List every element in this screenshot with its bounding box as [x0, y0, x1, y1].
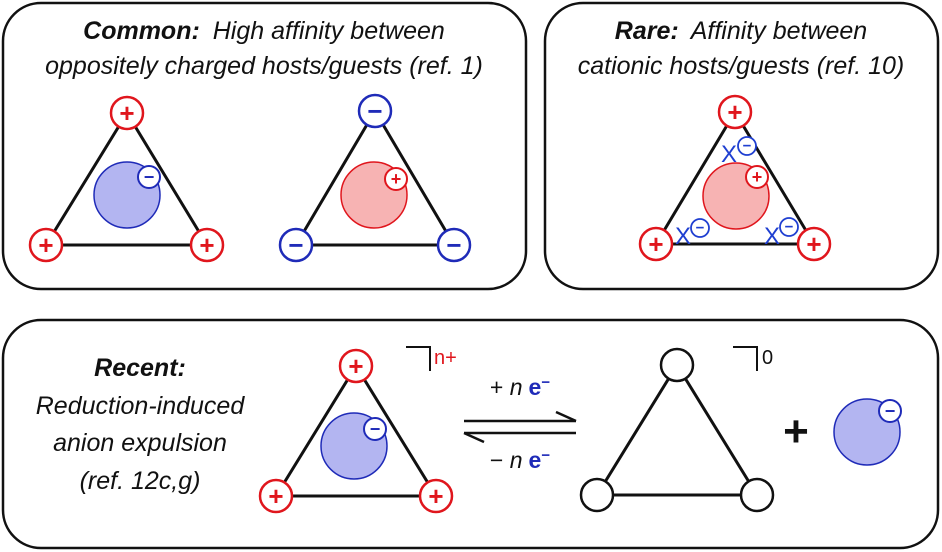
counter-anion-right: X −: [764, 217, 799, 250]
expelled-anion: −: [833, 398, 902, 466]
forward-arrow-head: [555, 410, 577, 423]
cationic-host-anion-guest: − + + +: [28, 95, 225, 263]
host-cage-triangle: [43, 110, 210, 247]
host-plus-charge-left: +: [638, 226, 674, 262]
svg-text:+: +: [648, 229, 663, 259]
charge-bracket-reactant: [406, 346, 431, 371]
panel-recent-line2: anion expulsion: [53, 429, 227, 457]
svg-text:−: −: [446, 230, 461, 260]
svg-text:−: −: [370, 419, 381, 439]
neutral-vertex-top: [659, 347, 695, 383]
svg-text:+: +: [268, 481, 283, 511]
svg-text:−: −: [696, 220, 705, 237]
guest-minus-charge: −: [137, 165, 161, 189]
host-plus-charge-top: +: [109, 95, 145, 131]
host-plus-charge-right: +: [189, 227, 225, 263]
guest-minus-charge: −: [363, 417, 387, 441]
anionic-host-cation-guest: + − − −: [278, 93, 472, 263]
host-plus-charge-top: +: [338, 348, 374, 384]
svg-text:−: −: [288, 230, 303, 260]
plus-sign: +: [783, 407, 809, 456]
counter-anion-left: X −: [675, 218, 710, 250]
guest-plus-charge: +: [384, 167, 408, 191]
svg-text:−: −: [144, 167, 155, 187]
svg-text:+: +: [391, 169, 402, 189]
svg-text:X: X: [675, 223, 691, 250]
neutral-vertex-right: [739, 477, 775, 513]
svg-text:X: X: [764, 223, 780, 250]
neutral-vertex-left: [579, 477, 615, 513]
cationic-host-cation-guest: + + + + X − X −: [638, 94, 832, 262]
svg-text:−: −: [743, 138, 752, 155]
host-plus-charge-right: +: [796, 226, 832, 262]
host-plus-charge-left: +: [258, 478, 294, 514]
svg-text:+: +: [199, 230, 214, 260]
svg-text:−: −: [885, 401, 896, 421]
svg-text:+: +: [806, 229, 821, 259]
product-charge-label: 0: [762, 347, 773, 369]
panel-common-title: Common: High affinity between: [83, 17, 445, 45]
product-neutral-cage: 0: [579, 346, 775, 513]
svg-text:−: −: [785, 219, 794, 236]
host-plus-charge-left: +: [28, 227, 64, 263]
guest-plus-charge: +: [745, 165, 769, 189]
svg-text:+: +: [752, 167, 763, 187]
counter-anion-top: X −: [721, 136, 757, 168]
panel-recent-heading: Recent:: [94, 354, 186, 382]
panel-recent-line3: (ref. 12c,g): [80, 467, 201, 495]
svg-text:+: +: [348, 351, 363, 381]
panel-common: Common: High affinity between oppositely…: [1, 1, 528, 291]
host-cage-triangle: [293, 108, 457, 247]
svg-text:+: +: [428, 481, 443, 511]
svg-text:+: +: [119, 98, 134, 128]
host-minus-charge-left: −: [278, 227, 314, 263]
reactant-charge-label: n+: [434, 347, 457, 369]
reactant-cage-complex: − + + + n+: [258, 346, 457, 514]
panel-rare-subtitle: cationic hosts/guests (ref. 10): [578, 52, 905, 80]
panel-rare-title: Rare: Affinity between: [615, 17, 867, 45]
svg-text:X: X: [721, 141, 737, 168]
charge-bracket-product: [733, 346, 758, 371]
panel-common-subtitle: oppositely charged hosts/guests (ref. 1): [45, 52, 483, 80]
host-cage-triangle: [594, 362, 760, 497]
host-cage-triangle: [653, 109, 817, 246]
guest-minus-charge: −: [878, 399, 902, 423]
host-minus-charge-top: −: [357, 93, 393, 129]
host-minus-charge-right: −: [436, 227, 472, 263]
host-plus-charge-top: +: [717, 94, 753, 130]
host-cage-triangle: [273, 363, 439, 498]
panel-recent: Recent: Reduction-induced anion expulsio…: [1, 318, 940, 550]
svg-text:+: +: [727, 97, 742, 127]
svg-text:−: −: [367, 96, 382, 126]
reverse-arrow-head: [463, 431, 485, 444]
svg-text:+: +: [38, 230, 53, 260]
host-plus-charge-right: +: [418, 478, 454, 514]
panel-rare: Rare: Affinity between cationic hosts/gu…: [543, 1, 940, 291]
panel-recent-line1: Reduction-induced: [36, 392, 246, 420]
